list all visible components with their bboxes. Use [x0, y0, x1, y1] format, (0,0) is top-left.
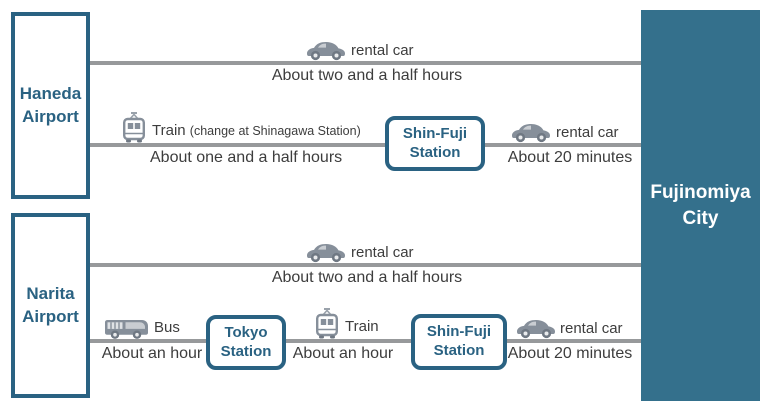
duration-narita-car: About two and a half hours	[271, 269, 463, 286]
duration-tokyo-train: About an hour	[292, 345, 394, 362]
mode-label-rental-car: rental car	[351, 42, 414, 59]
train-note: (change at Shinagawa Station)	[189, 124, 361, 138]
shinfuji-station-box-bottom: Shin-Fuji Station	[411, 314, 507, 370]
route-line-haneda-car	[90, 61, 641, 65]
haneda-airport-box: Haneda Airport	[11, 12, 90, 199]
duration-shinfuji-car-top: About 20 minutes	[507, 149, 633, 166]
mode-label-bus: Bus	[154, 319, 180, 336]
duration-haneda-car: About two and a half hours	[271, 67, 463, 84]
rental-car-icon	[515, 318, 557, 339]
mode-label-rental-car: rental car	[556, 124, 619, 141]
bus-icon	[103, 316, 150, 340]
train-icon	[121, 112, 147, 143]
route-line-narita-bus-train	[90, 339, 641, 343]
mode-label-rental-car: rental car	[351, 244, 414, 261]
duration-narita-bus: About an hour	[101, 345, 203, 362]
shinfuji-station-box-top: Shin-Fuji Station	[385, 116, 485, 171]
narita-airport-box: Narita Airport	[11, 213, 90, 398]
route-line-narita-car	[90, 263, 641, 267]
mode-label-rental-car: rental car	[560, 320, 623, 337]
train-label: Train	[152, 122, 186, 139]
duration-shinfuji-car-bottom: About 20 minutes	[507, 345, 633, 362]
mode-label-train: Train	[345, 318, 379, 335]
rental-car-icon	[305, 40, 347, 61]
train-icon	[314, 308, 340, 339]
rental-car-icon	[510, 122, 552, 143]
rental-car-icon	[305, 242, 347, 263]
duration-haneda-train: About one and a half hours	[150, 149, 343, 166]
tokyo-station-box: Tokyo Station	[206, 315, 286, 370]
fujinomiya-city-box: Fujinomiya City	[641, 10, 760, 401]
route-line-haneda-train	[90, 143, 641, 147]
mode-label-train: Train (change at Shinagawa Station)	[152, 122, 361, 139]
